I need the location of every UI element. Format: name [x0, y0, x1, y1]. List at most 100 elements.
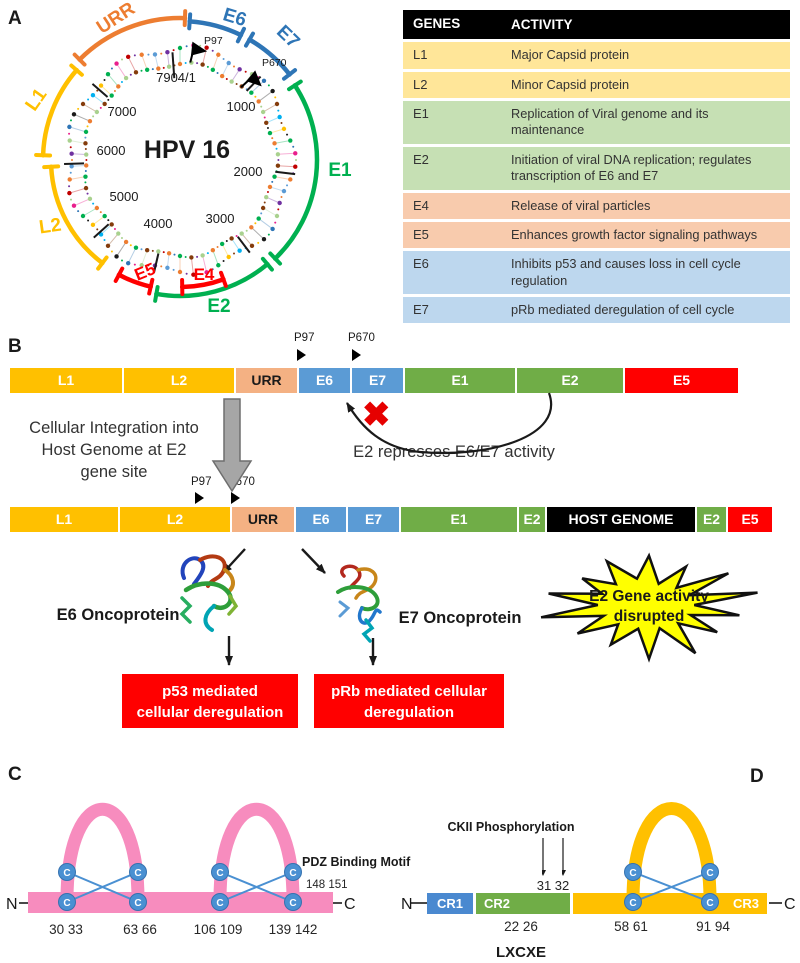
table-row-l2: L2 Minor Capsid protein: [403, 71, 790, 99]
segment-e6: E6: [296, 507, 346, 532]
p670-start-arrow-icon-2: [231, 492, 240, 504]
cysteine-label: C: [63, 898, 70, 909]
segment-e7: E7: [348, 507, 399, 532]
table-row-e6: E6 Inhibits p53 and causes loss in cell …: [403, 251, 790, 295]
prb-box-line: pRb mediated cellular: [331, 683, 487, 700]
table-row-e4: E4 Release of viral particles: [403, 192, 790, 219]
integration-note-line: gene site: [80, 463, 148, 481]
e6-domain-diagram: N C C C C C C C C C 30 33 63 66: [6, 802, 411, 937]
p97-promoter-label: P97: [204, 35, 223, 47]
gene-label-l1: L1: [22, 84, 52, 115]
cysteine-residues: C C C C: [624, 863, 719, 911]
cysteine-label: C: [216, 868, 223, 879]
segment-e6: E6: [299, 368, 350, 393]
table-row-l1: L1 Major Capsid protein: [403, 42, 790, 69]
plasmid-title: HPV 16: [144, 136, 230, 164]
cr3-label: CR3: [733, 896, 759, 911]
cysteine-label: C: [134, 898, 141, 909]
e6-oncoprotein-label: E6 Oncoprotein: [56, 606, 180, 624]
cr2-domain: [476, 893, 570, 914]
cysteine-label: C: [706, 868, 713, 879]
table-row-e5: E5 Enhances growth factor signaling path…: [403, 221, 790, 249]
activity-cell: pRb mediated deregulation of cell cycle: [511, 302, 735, 318]
cysteine-cross-links: [632, 871, 711, 903]
gene-cell: L2: [413, 76, 428, 92]
cr3-zinc-finger-loop: [626, 802, 717, 901]
position-3000: 3000: [206, 211, 235, 226]
n-terminus-label: N: [401, 896, 413, 913]
prb-deregulation-box: pRb mediated cellular deregulation: [314, 674, 504, 728]
residue-positions: 63 66: [123, 922, 157, 937]
activity-cell: Minor Capsid protein: [511, 76, 630, 92]
p97-marker-label-2: P97: [191, 476, 212, 488]
c-terminus-label: C: [344, 896, 356, 913]
activity-cell: Initiation of viral DNA replication; reg…: [511, 151, 752, 184]
cr1-label: CR1: [437, 896, 463, 911]
integration-note: Cellular Integration into Host Genome at…: [14, 417, 214, 483]
p53-deregulation-box: p53 mediated cellular deregulation: [122, 674, 298, 728]
episomal-genome-bar: L1 L2 URR E6 E7 E1 E2 E5: [10, 368, 740, 393]
gene-cell: E6: [413, 256, 429, 272]
gene-cell: L1: [413, 47, 428, 63]
cysteine-label: C: [63, 868, 70, 879]
p670-promoter-label: P670: [262, 57, 287, 69]
p97-marker-label: P97: [294, 332, 315, 344]
activity-cell: Replication of Viral genome and its main…: [511, 106, 709, 138]
cysteine-residues: C C C C C C C C: [58, 863, 302, 911]
table-row-e1: E1 Replication of Viral genome and its m…: [403, 101, 790, 144]
segment-urr: URR: [232, 507, 294, 532]
integrated-genome-bar: L1 L2 URR E6 E7 E1 E2 HOST GENOME E2 E5: [10, 507, 772, 532]
e2-disrupted-starburst: E2 Gene activity disrupted: [540, 552, 758, 663]
position-7000: 7000: [108, 104, 137, 119]
hpv16-plasmid-map: HPV 16 7904/1 1000 2000 3000 4000 5000 6…: [22, 0, 353, 317]
cysteine-label: C: [289, 868, 296, 879]
cysteine-label: C: [216, 898, 223, 909]
origin-position-label: 7904/1: [156, 70, 196, 85]
p97-start-arrow-icon: [297, 349, 306, 361]
segment-e7: E7: [352, 368, 403, 393]
residue-positions: 91 94: [696, 919, 730, 934]
e6-protein-bar: [28, 892, 333, 913]
p670-marker-label: P670: [348, 332, 375, 344]
residue-positions: 58 61: [614, 919, 648, 934]
cr1-domain: [427, 893, 473, 914]
gene-label-e1: E1: [328, 160, 352, 181]
arrow-to-e7-protein: [301, 548, 326, 574]
p53-box-line: cellular deregulation: [136, 704, 284, 721]
e2-repression-curved-arrow: [346, 392, 553, 455]
gene-cell: E7: [413, 302, 429, 318]
panel-c-label: C: [8, 764, 22, 785]
n-terminus-label: N: [6, 896, 18, 913]
table-row-e2: E2 Initiation of viral DNA replication; …: [403, 146, 790, 190]
residue-positions: 106 109: [194, 922, 243, 937]
table-row-e7: E7 pRb mediated deregulation of cell cyc…: [403, 297, 790, 324]
gene-label-e2: E2: [207, 296, 230, 317]
position-6000: 6000: [97, 143, 126, 158]
position-2000: 2000: [234, 164, 263, 179]
e7-oncoprotein-structure: [336, 564, 382, 643]
integration-note-line: Cellular Integration into: [29, 419, 199, 437]
segment-e2-right: E2: [697, 507, 726, 532]
e6-oncoprotein-structure: [179, 554, 239, 632]
position-5000: 5000: [110, 189, 139, 204]
ckii-phosphorylation-label: CKII Phosphorylation: [447, 820, 574, 834]
activity-cell: Inhibits p53 and causes loss in cell cyc…: [511, 256, 741, 288]
cysteine-label: C: [629, 868, 636, 879]
starburst-shape: [540, 552, 758, 663]
gene-label-e4: E4: [194, 265, 215, 284]
cysteine-label: C: [629, 898, 636, 909]
activity-cell: Enhances growth factor signaling pathway…: [511, 226, 758, 242]
p670-start-arrow-icon: [352, 349, 361, 361]
segment-e1: E1: [401, 507, 517, 532]
integration-down-arrow: [211, 398, 253, 493]
ckii-positions: 31 32: [537, 878, 570, 893]
table-header-genes: GENES: [413, 16, 461, 31]
table-header-activity: ACTIVITY: [511, 17, 573, 32]
cysteine-cross-links: [66, 871, 294, 903]
zinc-finger-loop-1: [60, 802, 145, 901]
cysteine-label: C: [134, 868, 141, 879]
segment-e2: E2: [517, 368, 623, 393]
residue-positions: 139 142: [269, 922, 318, 937]
segment-l1: L1: [10, 368, 122, 393]
